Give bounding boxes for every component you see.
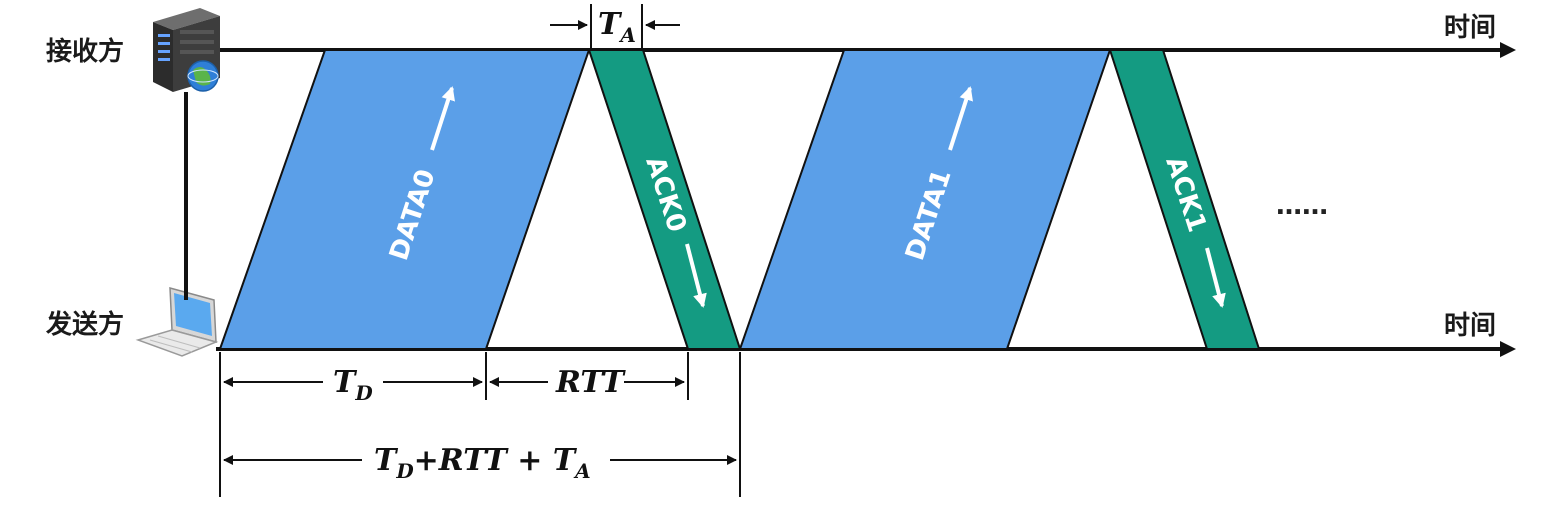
time-label-bottom: 时间 (1444, 311, 1496, 341)
sender-label: 发送方 (45, 309, 124, 340)
receiver-label: 接收方 (46, 36, 124, 67)
continuation-ellipsis: …… (1276, 191, 1328, 221)
receiver-timeline-arrowhead (1500, 42, 1516, 58)
td-label: TD (333, 365, 373, 405)
total-interval: TD+RTT + TA (223, 443, 737, 483)
ack1-direction-arrow (1205, 247, 1226, 308)
data1-direction-arrow (948, 86, 973, 151)
ack0-direction-arrow (685, 243, 707, 308)
total-label: TD+RTT + TA (374, 443, 591, 483)
data0-direction-arrow (430, 86, 455, 151)
rtt-label: RTT (555, 365, 627, 400)
ta-annotation: TA (550, 4, 680, 48)
time-label-top: 时间 (1444, 13, 1496, 43)
laptop-icon (135, 287, 219, 357)
ta-label: TA (598, 7, 636, 47)
ack1-frame (1108, 49, 1261, 350)
bottom-interval-markers (219, 352, 741, 497)
rtt-interval: RTT (489, 365, 685, 400)
td-interval: TD (223, 365, 483, 405)
server-globe-icon (153, 8, 220, 92)
sender-timeline-arrowhead (1500, 341, 1516, 357)
